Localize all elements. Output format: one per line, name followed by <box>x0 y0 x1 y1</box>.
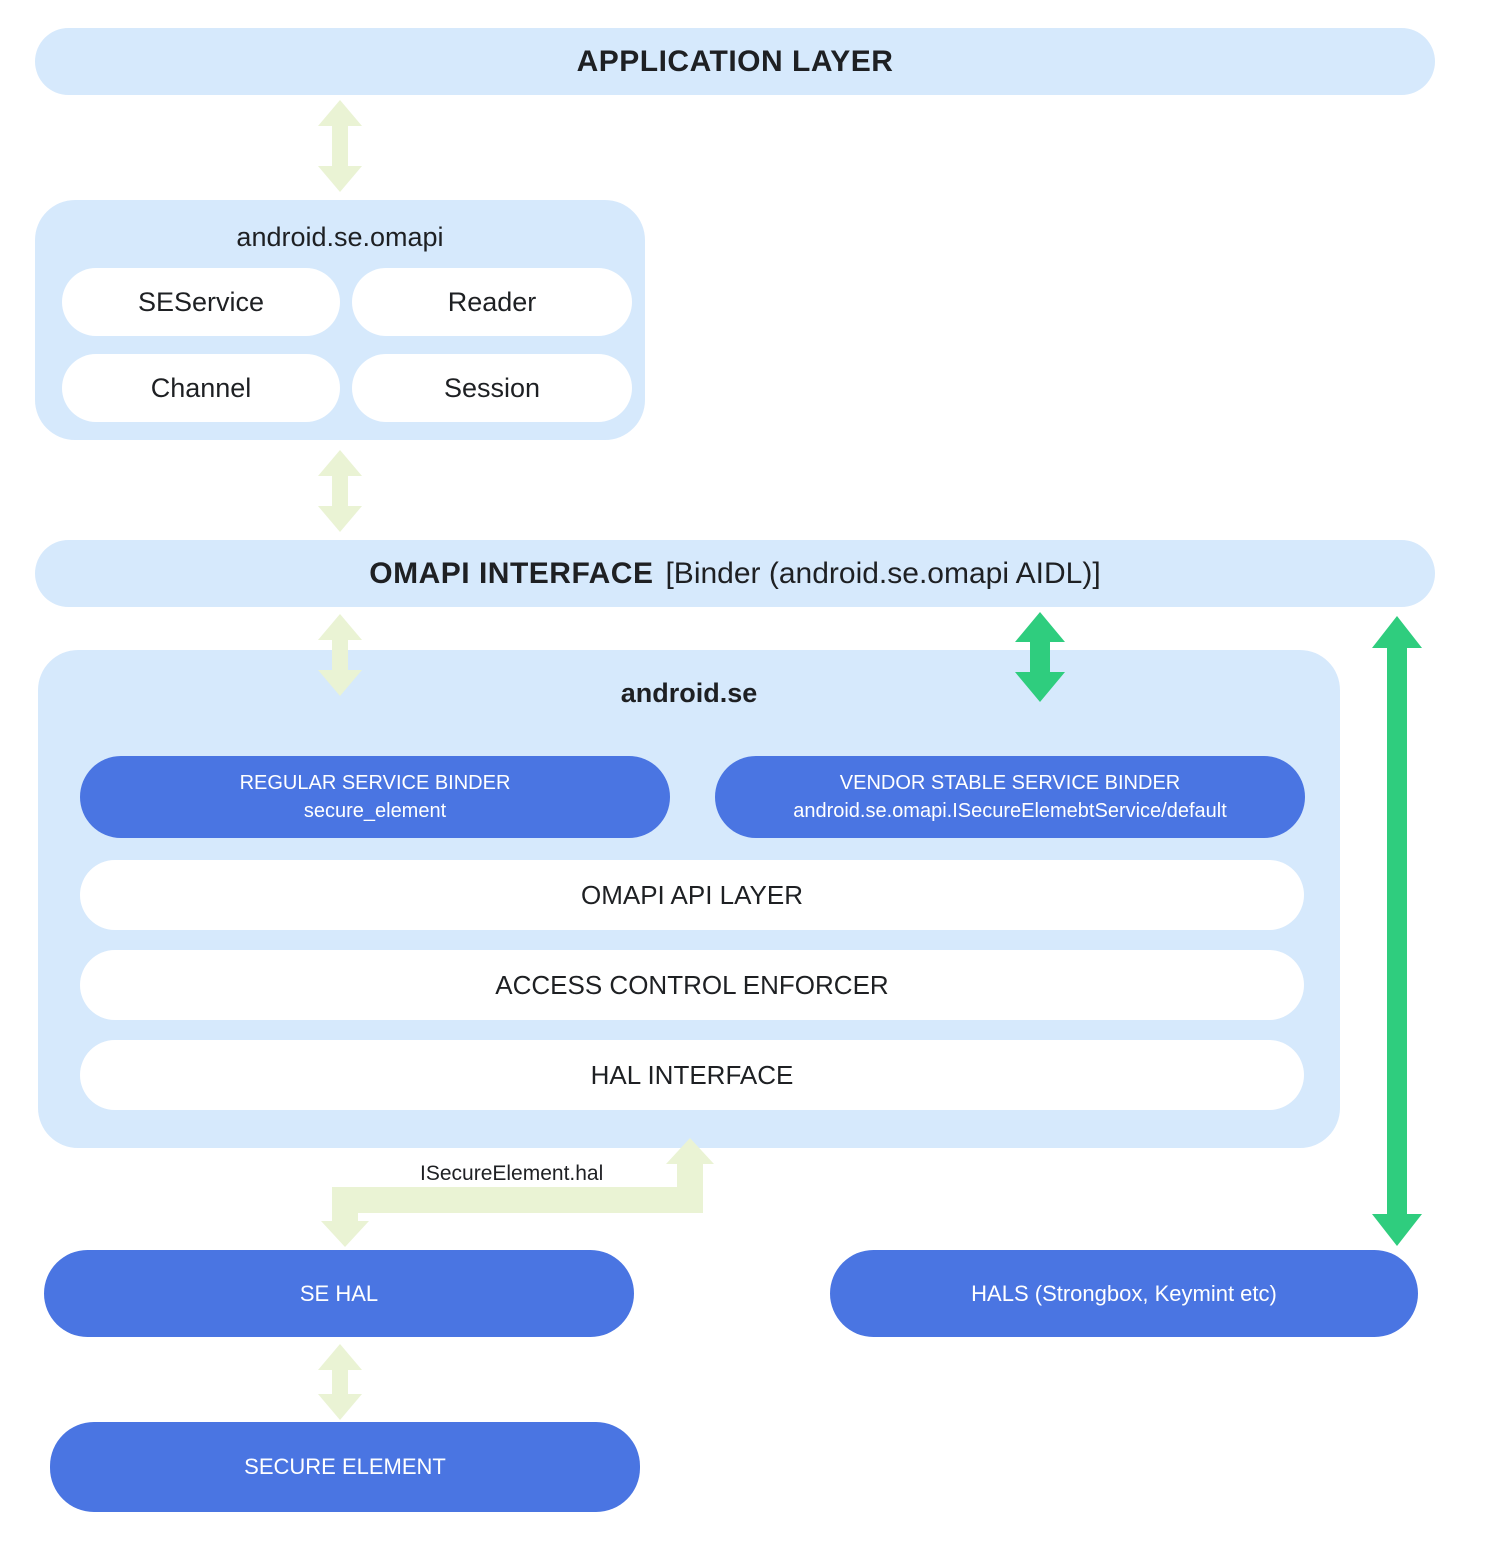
se-hal-pill: SE HAL <box>44 1250 634 1337</box>
application-layer-banner: APPLICATION LAYER <box>35 28 1435 95</box>
secure-element-label: SECURE ELEMENT <box>244 1454 446 1479</box>
vendor-stable-service-binder-pill: VENDOR STABLE SERVICE BINDER android.se.… <box>715 756 1305 838</box>
layer-label: OMAPI API LAYER <box>580 879 804 910</box>
regular-binder-line2: secure_element <box>303 800 447 822</box>
regular-binder-line1: REGULAR SERVICE BINDER <box>239 772 511 794</box>
omapi-class-label: Reader <box>447 286 537 317</box>
omapi-class-pill-seservice: SEService <box>62 268 340 336</box>
vendor-binder-line1: VENDOR STABLE SERVICE BINDER <box>839 772 1181 794</box>
omapi-class-label: Session <box>443 372 541 403</box>
isecureelement-hal-label: ISecureElement.hal <box>420 1162 604 1185</box>
android-se-title: android.se <box>620 678 758 708</box>
arrow-se-hal-to-secure-element <box>318 1344 362 1420</box>
hals-pill: HALS (Strongbox, Keymint etc) <box>830 1250 1418 1337</box>
secure-element-pill: SECURE ELEMENT <box>50 1422 640 1512</box>
omapi-interface-banner: OMAPI INTERFACE [Binder (android.se.omap… <box>35 540 1435 607</box>
omapi-package-box: android.se.omapi SEService Reader Channe… <box>35 200 645 440</box>
omapi-class-label: Channel <box>150 372 252 403</box>
hals-label: HALS (Strongbox, Keymint etc) <box>971 1280 1277 1306</box>
omapi-class-pill-reader: Reader <box>352 268 632 336</box>
layer-label: ACCESS CONTROL ENFORCER <box>495 969 889 1000</box>
hal-interface-pill: HAL INTERFACE <box>80 1040 1304 1110</box>
arrow-interface-to-hals <box>1372 616 1422 1246</box>
android-se-container: android.se REGULAR SERVICE BINDER secure… <box>38 650 1340 1148</box>
vendor-binder-line2: android.se.omapi.ISecureElemebtService/d… <box>793 800 1227 822</box>
arrow-omapi-package-to-interface <box>318 450 362 532</box>
omapi-class-pill-session: Session <box>352 354 632 422</box>
se-hal-label: SE HAL <box>299 1280 379 1306</box>
access-control-enforcer-pill: ACCESS CONTROL ENFORCER <box>80 950 1304 1020</box>
omapi-class-label: SEService <box>137 286 265 317</box>
application-layer-title: APPLICATION LAYER <box>576 44 894 78</box>
omapi-interface-title: OMAPI INTERFACE <box>369 556 654 590</box>
omapi-package-title: android.se.omapi <box>236 222 444 252</box>
regular-service-binder-pill: REGULAR SERVICE BINDER secure_element <box>80 756 670 838</box>
arrow-hal-interface-to-se-hal <box>321 1138 714 1247</box>
omapi-interface-subtitle: [Binder (android.se.omapi AIDL)] <box>665 556 1101 590</box>
arrow-application-to-omapi-package <box>318 100 362 192</box>
omapi-class-pill-channel: Channel <box>62 354 340 422</box>
omapi-api-layer-pill: OMAPI API LAYER <box>80 860 1304 930</box>
layer-label: HAL INTERFACE <box>590 1059 794 1090</box>
